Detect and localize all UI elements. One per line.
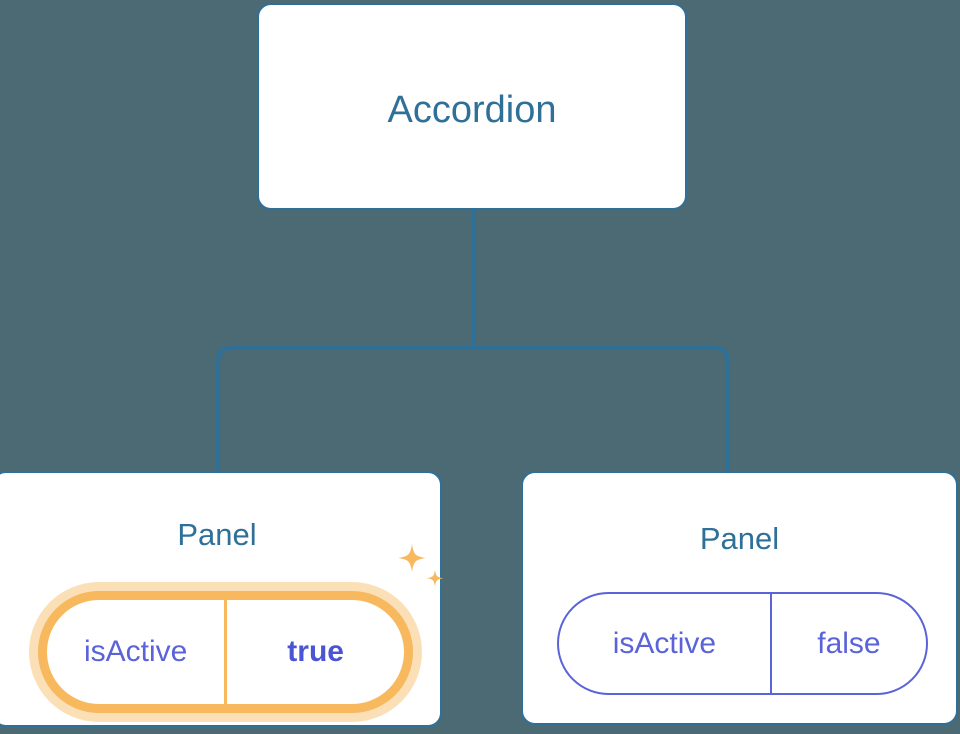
node-accordion-title: Accordion — [387, 89, 557, 131]
prop-value: true — [287, 635, 344, 668]
node-panel-active[interactable]: Panel isActive true — [0, 471, 442, 727]
node-panel-active-title: Panel — [177, 517, 257, 552]
prop-pill-isactive-false[interactable]: isActive false — [557, 592, 928, 695]
prop-value: false — [817, 626, 881, 660]
prop-key: isActive — [47, 600, 228, 704]
prop-key: isActive — [559, 594, 772, 693]
node-accordion[interactable]: Accordion — [257, 3, 687, 210]
connector-branch-bar — [216, 346, 730, 472]
node-panel-inactive[interactable]: Panel isActive false — [521, 471, 958, 725]
node-panel-inactive-title: Panel — [699, 521, 780, 556]
prop-pill-isactive-true[interactable]: isActive true — [38, 591, 413, 713]
